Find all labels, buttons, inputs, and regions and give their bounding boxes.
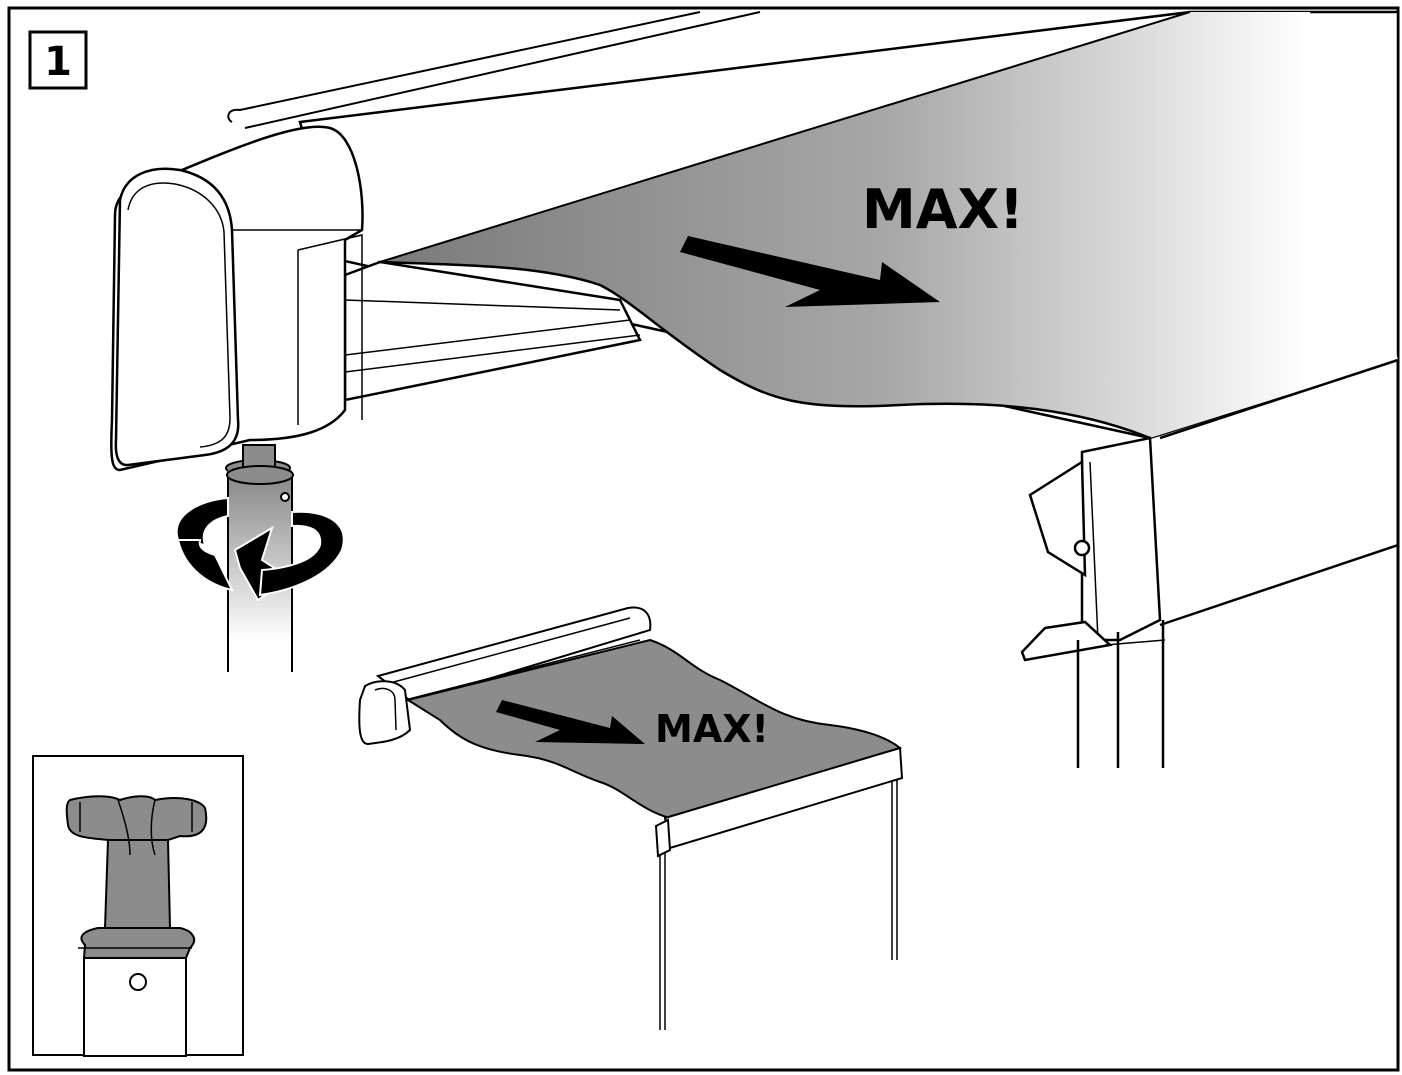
mini-direction-arrow-icon xyxy=(496,700,645,744)
mini-instruction-label: MAX! xyxy=(655,707,769,751)
mini-cassette xyxy=(358,606,652,746)
instruction-label: MAX! xyxy=(862,178,1024,241)
left-end-cap xyxy=(110,125,364,472)
main-awning: MAX! xyxy=(110,10,1400,768)
mounting-rail xyxy=(227,11,761,129)
step-number-badge: 1 xyxy=(28,30,88,90)
rotation-arrow-icon xyxy=(175,496,345,602)
right-arm-bracket xyxy=(1020,358,1399,768)
mini-front-bar xyxy=(654,746,904,1030)
crank-detail-inset xyxy=(32,755,244,1057)
fabric-edge xyxy=(377,260,1151,440)
awning-fabric xyxy=(378,12,1398,438)
step-number: 1 xyxy=(44,39,72,85)
mini-awning: MAX! xyxy=(358,606,904,1030)
page-frame xyxy=(7,6,1400,1072)
direction-arrow-icon xyxy=(680,236,940,307)
